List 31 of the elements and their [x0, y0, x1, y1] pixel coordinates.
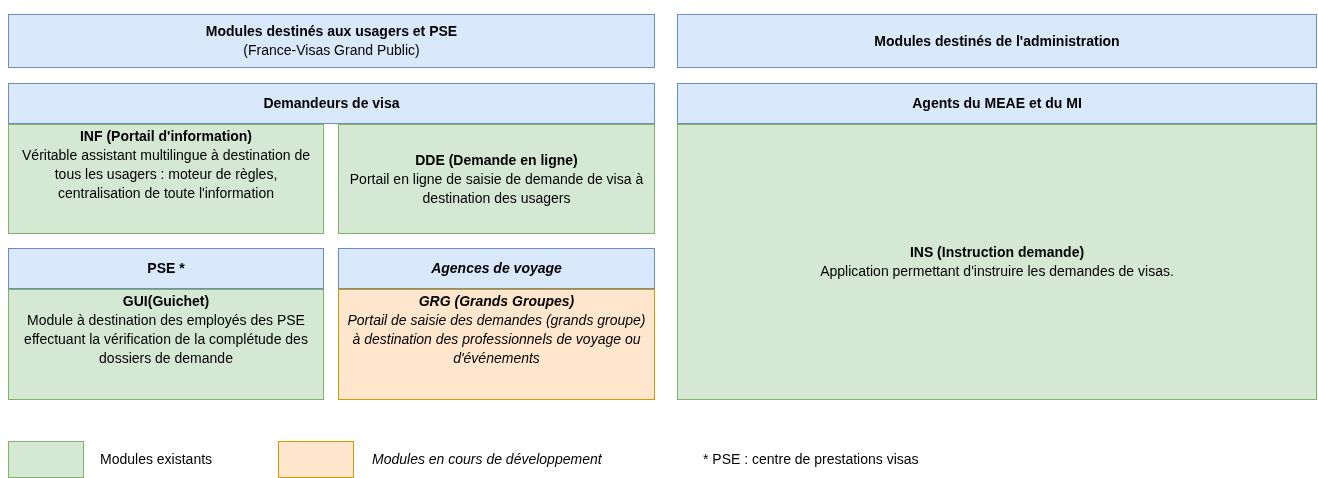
footnote: * PSE : centre de prestations visas: [703, 451, 919, 467]
module-title: GRG (Grands Groupes): [418, 292, 575, 311]
header-band: [8, 248, 324, 289]
header-band: [338, 248, 655, 289]
module-description: (France-Visas Grand Public): [243, 41, 420, 60]
header-band: [8, 83, 655, 124]
module-title: Modules destinés aux usagers et PSE: [205, 22, 458, 41]
module-title: DDE (Demande en ligne): [415, 150, 578, 170]
module-description: Portail de saisie des demandes (grands groupe) à destination des professionnels de voyage ou d'événements: [347, 311, 646, 368]
module-box: [338, 124, 655, 234]
module-title: INS (Instruction demande): [909, 243, 1085, 262]
header-band: [677, 14, 1317, 68]
module-description: Application permettant d'instruire les demandes de visas.: [820, 262, 1174, 281]
module-box: [338, 289, 655, 400]
module-title: INF (Portail d'information): [79, 127, 253, 146]
module-title: Agents du MEAE et du MI: [912, 94, 1082, 113]
module-title: PSE *: [147, 259, 185, 278]
module-title: Modules destinés de l'administration: [874, 31, 1120, 51]
module-description: Véritable assistant multilingue à destination de tous les usagers : moteur de règles, centralisation de toute l'information: [21, 146, 311, 203]
module-box: [8, 124, 324, 234]
module-title: GUI(Guichet): [122, 292, 210, 311]
module-title: Demandeurs de visa: [263, 94, 400, 113]
legend-label: Modules existants: [100, 451, 213, 467]
module-box: [677, 124, 1317, 400]
header-band: [677, 83, 1317, 124]
header-band: [8, 14, 655, 68]
module-description: Module à destination des employés des PSE effectuant la vérification de la complétude des dossiers de demande: [23, 311, 309, 368]
legend-label: Modules en cours de développement: [372, 451, 602, 467]
module-box: [8, 289, 324, 400]
module-description: Portail en ligne de saisie de demande de visa à destination des usagers: [348, 169, 645, 208]
module-title: Agences de voyage: [431, 259, 562, 278]
